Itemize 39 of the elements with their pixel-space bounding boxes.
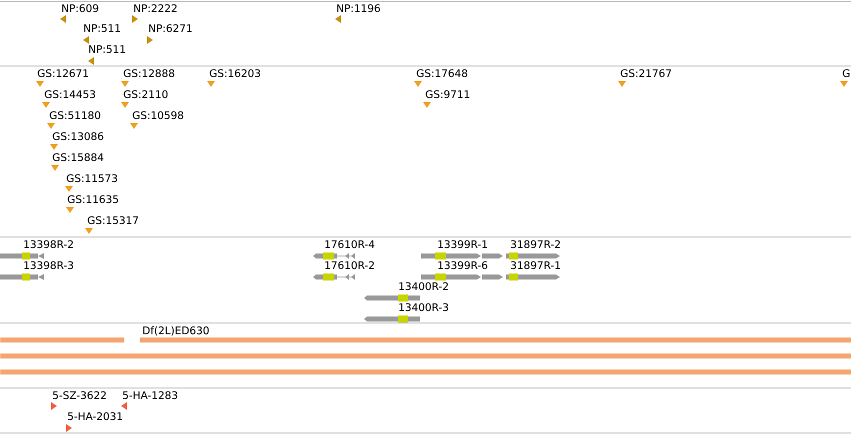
feature-label: GS:51180 <box>50 111 100 120</box>
feature-label: GS:15884 <box>52 153 104 162</box>
feature-label: 17610R-4 <box>325 240 374 248</box>
bar <box>0 338 124 342</box>
bar <box>0 370 851 374</box>
feature-label: 5-SZ-3622 <box>53 391 106 400</box>
feature-label: GS:10598 <box>132 111 184 120</box>
feature-label: 13398R-3 <box>24 261 74 270</box>
feature-label: NP:609 <box>62 4 98 12</box>
feature-label: 13398R-2 <box>24 240 73 248</box>
feature-label: GS:13086 <box>52 132 104 140</box>
feature-label: NP:511 <box>84 24 120 32</box>
feature-label: GS:12671 <box>38 69 88 78</box>
feature-label: NP:6271 <box>149 24 192 32</box>
feature-label: GS:16203 <box>210 69 260 78</box>
feature-label: GS:12888 <box>124 69 174 78</box>
feature-label: 13399R-6 <box>438 261 488 270</box>
feature-label: 31897R-1 <box>511 261 560 270</box>
feature-label: GS:2110 <box>124 90 168 98</box>
feature-label: NP:511 <box>89 45 125 53</box>
feature-label: 17610R-2 <box>325 261 374 270</box>
feature-label: 31897R-2 <box>511 240 560 248</box>
feature-label: GS:15317 <box>88 216 138 224</box>
feature-label: GS:11573 <box>66 174 118 182</box>
feature-label: G <box>842 69 850 78</box>
feature-label: NP:1196 <box>337 4 380 12</box>
feature-label: 13399R-1 <box>438 240 487 248</box>
feature-label: GS:9711 <box>426 90 470 98</box>
feature-label: GS:14453 <box>44 90 96 98</box>
feature-label: NP:2222 <box>134 4 177 12</box>
bar <box>0 354 851 358</box>
feature-label: 13400R-3 <box>399 303 448 312</box>
feature-label: Df(2L)ED630 <box>143 326 209 336</box>
feature-label: 13400R-2 <box>399 282 448 290</box>
feature-label: 5-HA-1283 <box>123 391 178 400</box>
feature-label: 5-HA-2031 <box>68 412 122 420</box>
feature-label: GS:21767 <box>620 69 672 78</box>
feature-label: GS:17648 <box>416 69 468 78</box>
feature-label: GS:11635 <box>68 195 118 204</box>
